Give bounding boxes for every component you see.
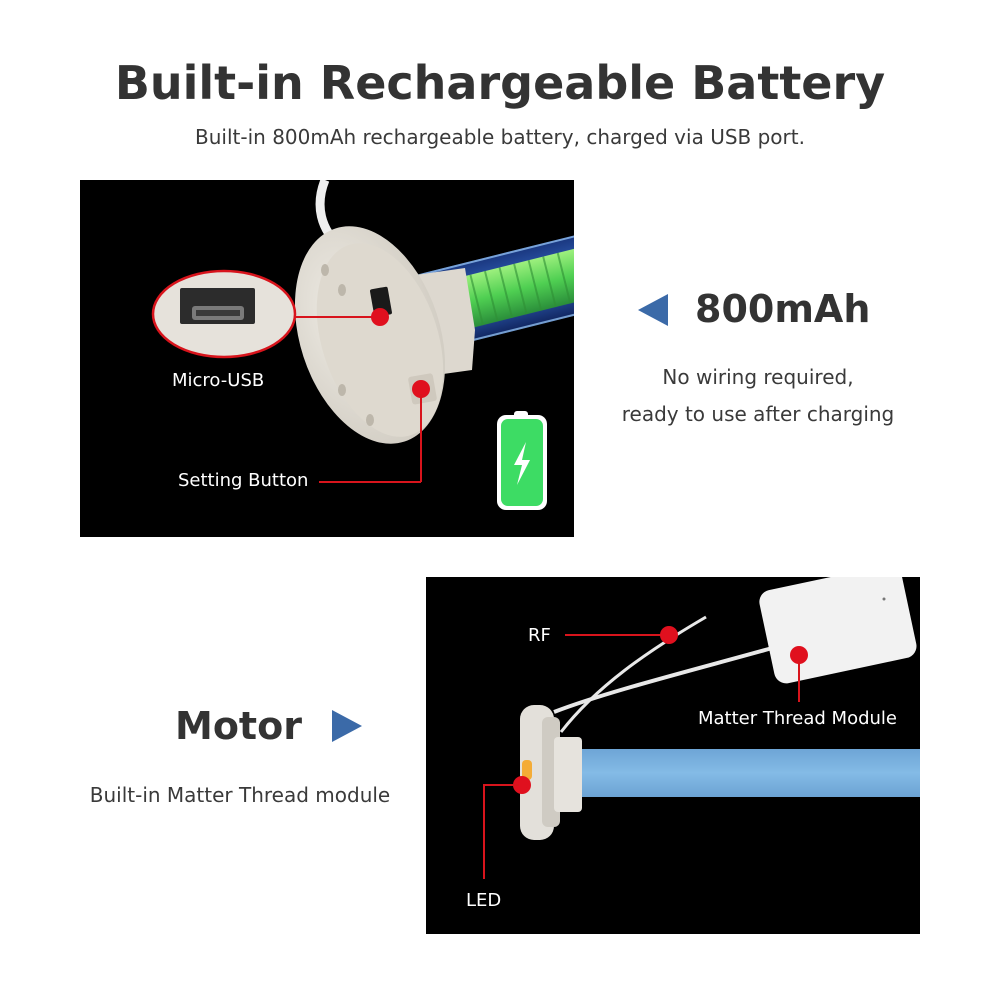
page-title: Built-in Rechargeable Battery <box>114 56 886 110</box>
triangle-right-icon <box>332 710 362 742</box>
motor-illustration <box>520 577 920 840</box>
battery-feature-line-1: No wiring required, <box>662 365 854 389</box>
micro-usb-leader-line <box>295 316 380 318</box>
led-leader-horizontal <box>483 784 519 786</box>
page-subtitle: Built-in 800mAh rechargeable battery, ch… <box>195 125 805 149</box>
led-marker <box>517 780 527 790</box>
led-label: LED <box>466 890 502 911</box>
motor-title: Motor <box>175 704 302 748</box>
battery-illustration <box>151 180 574 510</box>
setting-button-leader-vertical <box>420 394 422 482</box>
battery-product-image: Micro-USB Setting Button <box>80 180 574 537</box>
motor-feature-text: Built-in Matter Thread module <box>89 783 391 807</box>
micro-usb-label: Micro-USB <box>172 370 265 391</box>
matter-module-label: Matter Thread Module <box>698 708 897 729</box>
motor-product-image: RF Matter Thread Module LED <box>426 577 920 934</box>
rf-label: RF <box>528 625 551 646</box>
rf-marker <box>664 630 674 640</box>
battery-charging-icon <box>497 411 547 510</box>
matter-module-leader-line <box>798 660 800 702</box>
led-leader-vertical <box>483 784 485 879</box>
micro-usb-marker <box>375 312 385 322</box>
setting-button-marker <box>416 384 426 394</box>
rf-leader-line <box>565 634 665 636</box>
setting-button-leader-horizontal <box>319 481 421 483</box>
setting-button-label: Setting Button <box>178 470 309 491</box>
battery-capacity-title: 800mAh <box>695 287 871 331</box>
battery-feature-line-2: ready to use after charging <box>621 402 895 426</box>
battery-feature-text: No wiring required, ready to use after c… <box>600 359 916 433</box>
matter-module-marker <box>794 650 804 660</box>
triangle-left-icon <box>638 294 668 326</box>
